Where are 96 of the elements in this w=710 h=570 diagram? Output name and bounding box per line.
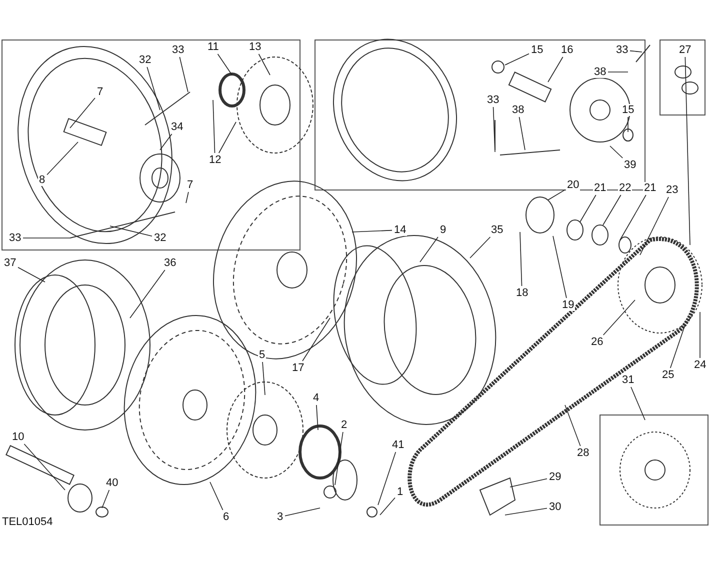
leader-line [102,490,110,508]
leader-line [218,122,236,154]
leader-line [602,300,636,336]
leader-line [212,100,216,154]
drawing-code: TEL01054 [2,516,53,528]
leader-line [670,324,686,368]
callout-number: 32 [138,54,152,66]
leader-line [520,232,522,286]
leader-line [302,318,330,362]
leader-line [210,482,224,510]
leader-line [610,146,624,158]
callout-number: 35 [490,224,504,236]
callout-number: 27 [678,44,692,56]
callout-number: 18 [515,287,530,299]
callout-number: 13 [248,41,262,53]
leader-line [510,478,548,488]
callout-number: 25 [661,369,676,381]
callout-number: 33 [615,44,630,56]
leader-line [186,192,189,204]
callout-number: 21 [593,182,608,194]
leader-line [110,226,152,236]
leader-line [630,50,642,52]
callout-number: 36 [163,257,178,269]
callout-number: 29 [548,471,562,483]
callout-number: 32 [153,232,168,244]
leader-line [262,362,266,396]
callout-number: 17 [291,362,306,374]
callout-number: 20 [566,179,580,191]
callout-number: 41 [391,439,406,451]
callout-number: 1 [396,486,404,498]
leader-line [684,56,690,246]
leader-line [378,452,396,506]
leader-line [217,54,232,76]
callout-number: 19 [561,299,576,311]
leader-line [179,56,188,92]
callout-number: 33 [171,44,186,56]
callout-number: 10 [11,431,26,443]
callout-number: 37 [3,257,18,269]
leader-line [620,194,646,240]
leader-line [492,106,496,152]
callout-number: 38 [593,66,608,78]
leader-line [518,116,526,150]
callout-number: 39 [623,159,638,171]
leader-line [420,236,438,262]
leader-line [470,236,491,258]
leader-line [504,508,548,516]
callout-number: 15 [530,44,544,56]
leader-line [380,497,396,516]
callout-number: 33 [8,232,22,244]
callout-number: 7 [186,179,194,191]
callout-number: 33 [486,94,500,106]
callout-number: 15 [621,104,636,116]
leader-line [580,194,596,222]
callout-number: 21 [643,182,658,194]
leader-line [258,54,270,76]
callout-number: 28 [576,447,590,459]
leader-line [630,386,646,420]
callout-number: 14 [393,224,408,236]
callout-number: 9 [439,224,448,236]
callout-number: 6 [222,511,230,523]
callout-number: 34 [170,121,184,133]
leader-line [316,404,318,430]
leader-line [602,194,622,226]
leader-line [18,266,46,282]
leader-line [130,270,166,318]
callout-number: 40 [105,477,120,489]
leader-line [504,53,530,66]
leader-line [548,56,564,82]
callout-number: 12 [208,154,222,166]
callout-number: 24 [693,359,708,371]
callout-number: 22 [618,182,632,194]
leader-line [46,142,78,176]
leader-line [284,508,320,516]
callout-number: 7 [96,86,104,98]
leader-line [548,189,566,200]
callout-number: 5 [258,349,266,361]
leader-line [334,432,344,486]
leader-line [146,66,160,110]
callout-number: 23 [665,184,680,196]
callout-number: 3 [276,511,284,523]
callout-number: 38 [511,104,526,116]
leader-line [352,230,392,232]
callout-number: 26 [590,336,604,348]
callout-number: 8 [38,174,46,186]
callout-number: 4 [312,392,320,404]
callout-number: 30 [548,501,562,513]
leader-line [70,98,96,128]
leader-line [640,196,669,256]
callout-number: 2 [340,419,348,431]
callout-number: 31 [621,374,636,386]
leader-line [160,134,172,150]
callout-number: 16 [560,44,574,56]
leader-line [564,404,581,446]
leader-line [24,444,66,490]
leader-line [552,236,567,298]
callout-number: 11 [206,41,220,53]
